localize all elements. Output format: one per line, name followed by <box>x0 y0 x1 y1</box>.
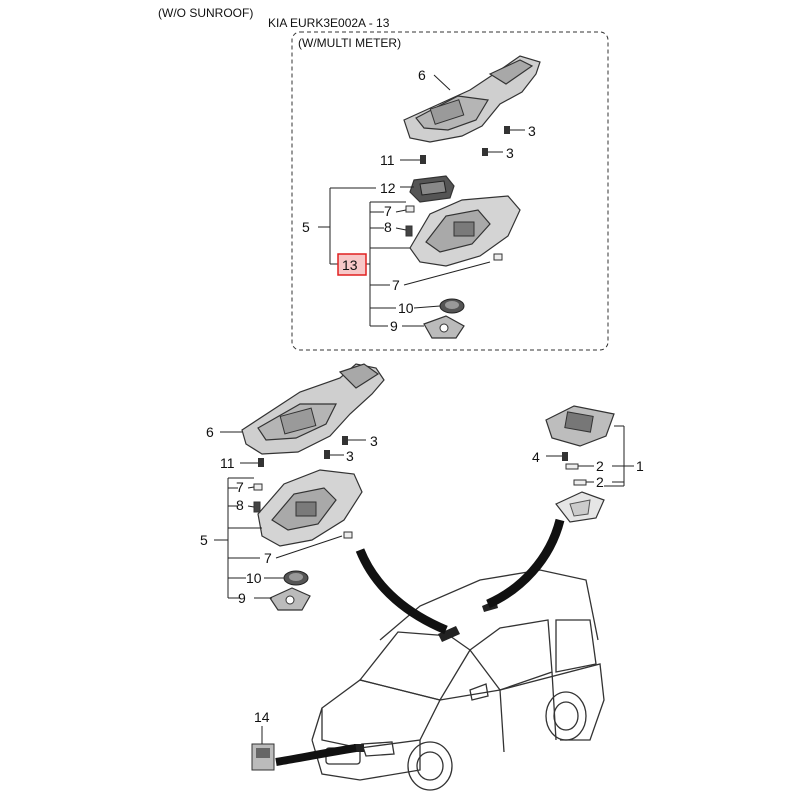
inset-multi-meter[interactable] <box>409 175 455 203</box>
callout-main-7a: 7 <box>236 479 244 495</box>
callout-main-4: 4 <box>532 449 540 465</box>
callout-main-10: 10 <box>246 570 262 586</box>
variant-label: (W/O SUNROOF) <box>158 6 253 20</box>
highlight-box-13[interactable] <box>337 253 367 276</box>
callout-inset-3b: 3 <box>506 145 514 161</box>
room-lamp-bracket <box>604 425 634 487</box>
inset-lens-10 <box>439 298 465 314</box>
inset-bulb-7a <box>405 205 415 213</box>
callout-main-3b: 3 <box>346 448 354 464</box>
callout-main-6: 6 <box>206 424 214 440</box>
callout-inset-13: 13 <box>342 257 358 273</box>
catalog-reference: KIA EURK3E002A - 13 <box>268 16 390 30</box>
callout-main-5: 5 <box>200 532 208 548</box>
callout-main-1: 1 <box>636 458 644 474</box>
inset-console-housing[interactable] <box>403 55 541 143</box>
pointer-arrow-console <box>355 548 448 635</box>
room-lamp-screw-4 <box>546 452 568 461</box>
roof-marker-front <box>438 626 460 642</box>
inset-bracket-lines <box>318 187 491 327</box>
main-console-housing[interactable] <box>241 363 385 455</box>
inset-frame <box>291 31 609 351</box>
leader-inset-6 <box>433 74 451 91</box>
pointer-arrow-room-lamp <box>486 518 565 609</box>
inset-bulb-7b <box>493 253 503 261</box>
main-screw-3b <box>324 450 344 459</box>
callout-inset-11: 11 <box>380 152 395 168</box>
switch-14[interactable] <box>251 726 275 771</box>
callout-main-2a: 2 <box>596 458 604 474</box>
main-screw-3a <box>342 436 366 445</box>
callout-main-2b: 2 <box>596 474 604 490</box>
callout-main-3a: 3 <box>370 433 378 449</box>
callout-main-14: 14 <box>254 709 270 725</box>
inset-screw-11 <box>400 155 426 164</box>
callout-inset-12: 12 <box>380 180 396 196</box>
main-console-lamp[interactable] <box>257 469 363 547</box>
inset-cover-9 <box>423 315 465 339</box>
inset-bulb-8 <box>405 225 413 237</box>
inset-console-lamp[interactable] <box>409 195 521 267</box>
main-screw-11 <box>240 458 264 467</box>
callout-inset-10: 10 <box>398 300 414 316</box>
main-bulb-7a <box>253 483 263 491</box>
vehicle-outline <box>311 569 605 791</box>
main-cover-9 <box>269 587 311 611</box>
inset-title: (W/MULTI METER) <box>298 36 401 50</box>
room-lamp-bulb-2a <box>565 463 594 470</box>
inset-screw-3b <box>482 148 503 156</box>
room-lamp-housing[interactable] <box>545 405 615 447</box>
main-bracket-lines <box>214 477 343 599</box>
callout-main-7b: 7 <box>264 550 272 566</box>
pointer-arrow-switch <box>275 744 357 766</box>
callout-inset-6: 6 <box>418 67 426 83</box>
main-bulb-8 <box>253 501 261 513</box>
callout-inset-7b: 7 <box>392 277 400 293</box>
callout-main-11: 11 <box>220 455 235 471</box>
main-bulb-7b <box>343 531 353 539</box>
room-lamp-lens <box>555 491 605 523</box>
inset-screw-3a <box>504 126 525 134</box>
main-lens-10 <box>283 570 309 586</box>
callout-main-8: 8 <box>236 497 244 513</box>
callout-inset-5: 5 <box>302 219 310 235</box>
callout-main-9: 9 <box>238 590 246 606</box>
callout-inset-8: 8 <box>384 219 392 235</box>
room-lamp-bulb-2b <box>573 479 594 486</box>
callout-inset-9: 9 <box>390 318 398 334</box>
callout-inset-3a: 3 <box>528 123 536 139</box>
bumper-marker <box>354 744 364 752</box>
callout-inset-7a: 7 <box>384 203 392 219</box>
